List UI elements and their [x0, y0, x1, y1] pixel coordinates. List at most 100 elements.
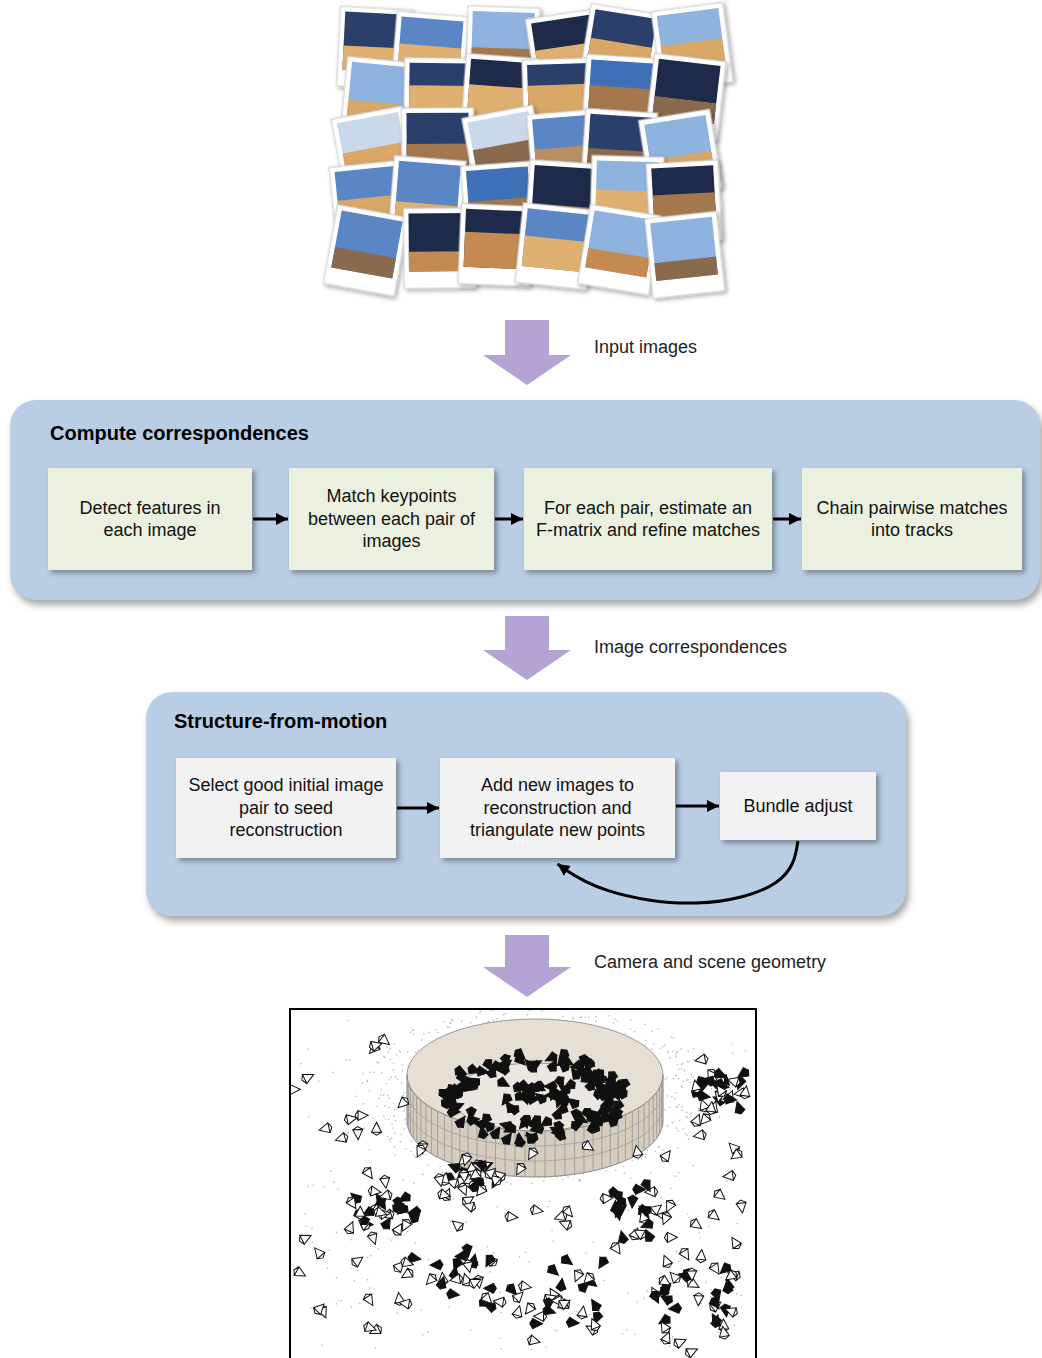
box-label: Select good initial image pair to seed r…	[186, 774, 386, 842]
camera-icon	[362, 1292, 377, 1308]
point-cloud-dot	[447, 1026, 449, 1028]
point-cloud-dot	[378, 1098, 380, 1100]
point-cloud-dot	[393, 1043, 395, 1045]
point-cloud-dot	[485, 1179, 487, 1181]
camera-icon	[465, 1079, 480, 1092]
point-cloud-dot	[337, 1188, 339, 1190]
box-label: Bundle adjust	[743, 795, 852, 818]
point-cloud-dot	[428, 1259, 430, 1261]
point-cloud-dot	[726, 1181, 728, 1183]
photo-sky	[331, 210, 402, 278]
point-cloud-dot	[402, 1070, 404, 1072]
camera-icon	[723, 1268, 739, 1284]
camera-icon	[580, 1139, 596, 1154]
point-cloud-dot	[391, 1124, 393, 1126]
camera-icon	[434, 1173, 447, 1188]
point-cloud-dot	[672, 1122, 674, 1124]
point-cloud-dot	[370, 1255, 372, 1257]
point-cloud-dot	[353, 1280, 355, 1282]
stage-panel: Compute correspondencesDetect features i…	[10, 400, 1040, 600]
point-cloud-dot	[711, 1088, 713, 1090]
flow-label-holder: Camera and scene geometry	[594, 952, 826, 973]
point-cloud-dot	[312, 1241, 314, 1243]
point-cloud-dot	[541, 1010, 543, 1012]
point-cloud-dot	[625, 1033, 627, 1035]
point-cloud-dot	[384, 1057, 386, 1059]
camera-icon	[543, 1297, 554, 1311]
point-cloud-dot	[609, 1015, 611, 1017]
point-cloud-dot	[389, 1059, 391, 1061]
point-cloud-dot	[377, 1218, 379, 1220]
camera-icon	[378, 1189, 393, 1202]
point-cloud-dot	[630, 1177, 632, 1179]
connector-arrow	[397, 807, 439, 810]
point-cloud-dot	[399, 1051, 401, 1053]
camera-icon	[605, 1078, 617, 1093]
point-cloud-dot	[449, 1306, 451, 1308]
camera-icon	[473, 1183, 489, 1199]
camera-icon	[588, 1072, 601, 1087]
photo-collage	[323, 2, 733, 298]
camera-icon	[693, 1129, 708, 1141]
point-cloud-dot	[690, 1074, 692, 1076]
point-cloud-dot	[680, 1085, 682, 1087]
point-cloud-dot	[670, 1188, 672, 1190]
colosseum-arch	[659, 1088, 660, 1134]
camera-icon	[361, 1165, 377, 1181]
point-cloud-dot	[552, 1240, 554, 1242]
point-cloud-dot	[650, 1172, 652, 1174]
point-cloud-dot	[336, 1303, 338, 1305]
point-cloud-dot	[658, 1147, 660, 1149]
camera-icon	[398, 1298, 412, 1310]
photo-building	[654, 257, 718, 281]
point-cloud-dot	[527, 1014, 529, 1016]
point-cloud-dot	[449, 1022, 451, 1024]
camera-icon	[701, 1074, 716, 1086]
colosseum-arch	[420, 1100, 421, 1146]
point-cloud-dot	[623, 1165, 625, 1167]
point-cloud-dot	[313, 1184, 315, 1186]
point-cloud-dot	[394, 1154, 396, 1156]
point-cloud-dot	[634, 1334, 636, 1336]
point-cloud-dot	[734, 1325, 736, 1327]
point-cloud-dot	[496, 1206, 498, 1208]
point-cloud-dot	[689, 1082, 691, 1084]
camera-icon	[334, 1132, 349, 1145]
point-cloud-dot	[669, 1346, 671, 1348]
colosseum-arch	[610, 1120, 611, 1166]
camera-icon	[513, 1133, 527, 1149]
point-cloud-dot	[531, 1182, 533, 1184]
point-cloud-dot	[389, 1079, 391, 1081]
point-cloud-dot	[731, 1044, 733, 1046]
point-cloud-dot	[669, 1107, 671, 1109]
point-cloud-dot	[413, 1030, 415, 1032]
point-cloud-dot	[422, 1174, 424, 1176]
camera-icon	[601, 1089, 616, 1101]
point-cloud-dot	[673, 1037, 675, 1039]
point-cloud-dot	[630, 1019, 632, 1021]
camera-icon	[466, 1063, 482, 1077]
reconstruction-render	[291, 1010, 751, 1358]
point-cloud-dot	[525, 1252, 527, 1254]
point-cloud-dot	[330, 1170, 332, 1172]
camera-icon	[504, 1211, 518, 1222]
camera-icon	[489, 1125, 504, 1141]
point-cloud-dot	[584, 1016, 586, 1018]
point-cloud-dot	[628, 1293, 630, 1295]
camera-icon	[718, 1326, 730, 1341]
camera-icon	[476, 1125, 488, 1140]
box-label: Add new images to reconstruction and tri…	[450, 774, 665, 842]
photo-print	[323, 205, 408, 297]
point-cloud-dot	[367, 1256, 369, 1258]
camera-icon	[587, 1297, 602, 1313]
camera-icon	[520, 1113, 535, 1129]
point-cloud-dot	[671, 1036, 673, 1038]
point-cloud-dot	[318, 1080, 320, 1082]
point-cloud-dot	[547, 1206, 549, 1208]
point-cloud-dot	[393, 1102, 395, 1104]
photo-print	[645, 211, 725, 298]
point-cloud-dot	[391, 1239, 393, 1241]
camera-icon	[587, 1317, 601, 1333]
point-cloud-dot	[390, 1077, 392, 1079]
flow-arrow	[483, 935, 571, 997]
